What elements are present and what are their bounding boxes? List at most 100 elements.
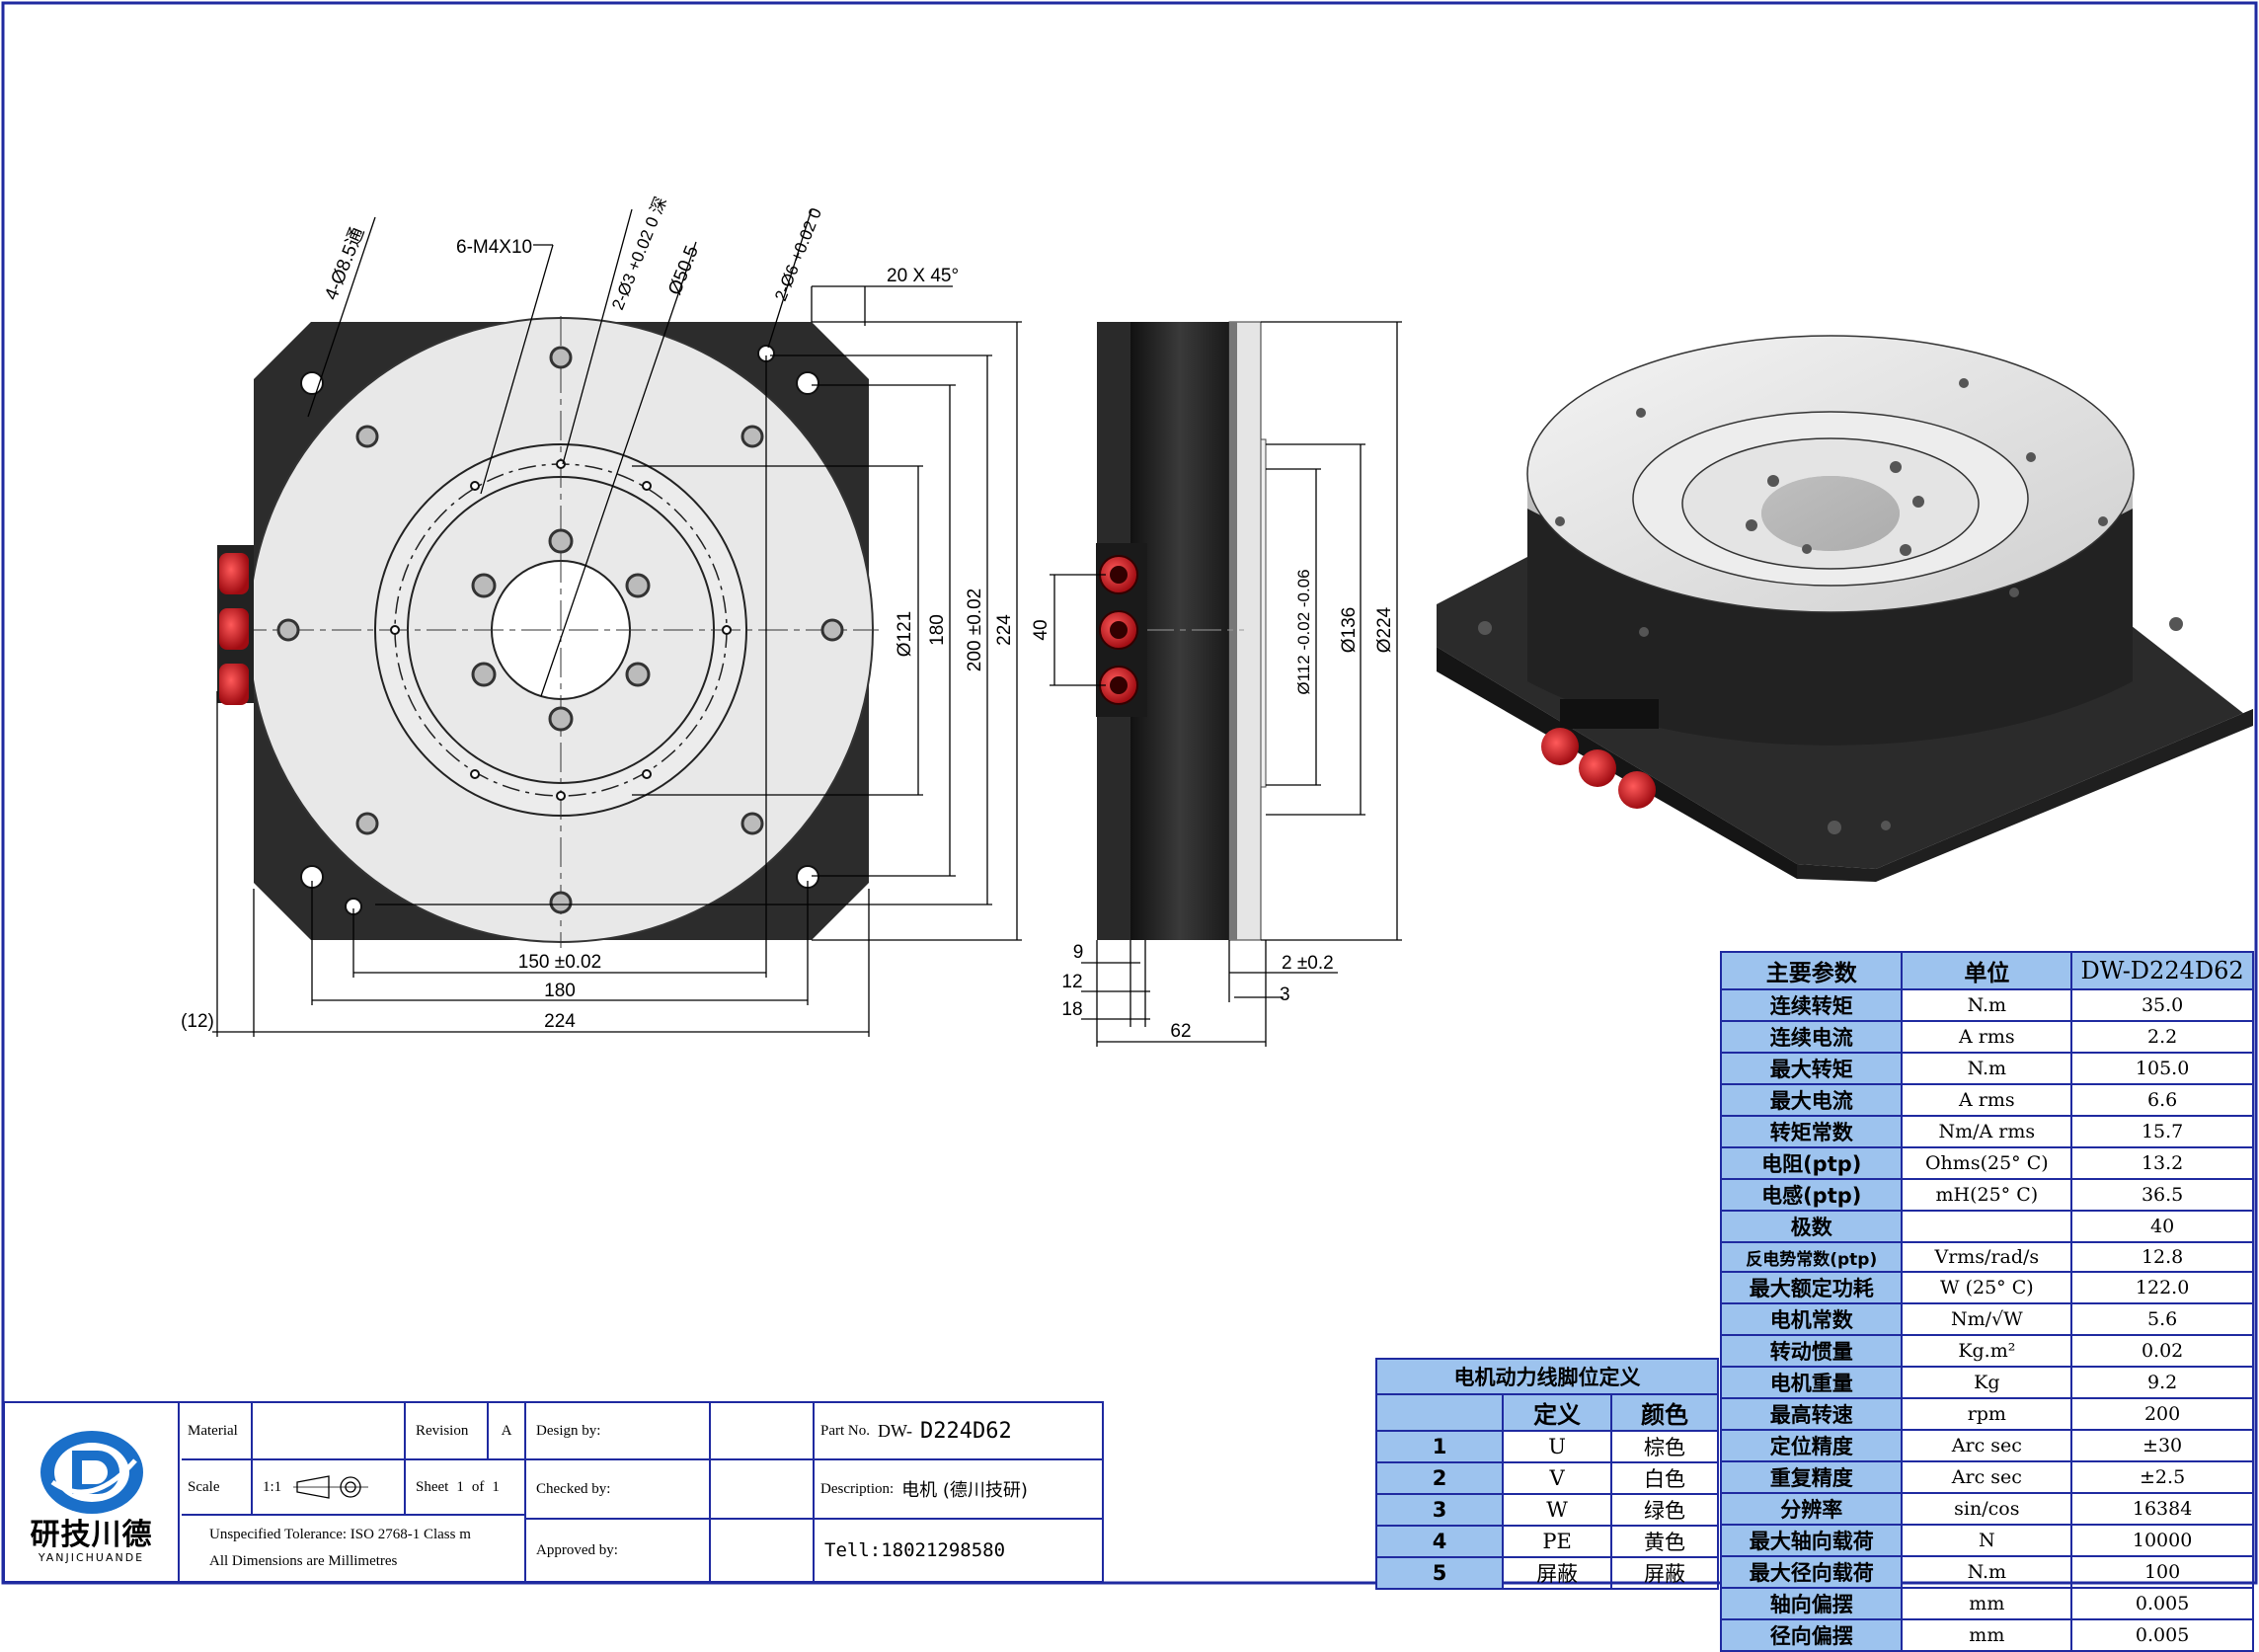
side-view [1096,321,1267,941]
param-value: 13.2 [2070,1146,2254,1180]
pin-definition: U [1502,1430,1613,1463]
pin-number: 4 [1374,1525,1505,1558]
dim-18: 18 [1061,999,1082,1020]
param-unit: rpm [1901,1397,2073,1431]
param-name: 最大径向载荷 [1719,1555,1904,1589]
pin-definition: V [1502,1461,1613,1495]
param-value: 36.5 [2070,1178,2254,1212]
part-cell: Part No. DW- D224D62 [815,1403,1102,1460]
tolerance-cell: Unspecified Tolerance: ISO 2768-1 Class … [182,1516,526,1581]
small-holes [390,459,732,801]
param-name: 最大额定功耗 [1719,1271,1904,1304]
param-unit: Arc sec [1901,1429,2073,1462]
param-name: 最高转速 [1719,1397,1904,1431]
param-name: 连续转矩 [1719,988,1904,1022]
params-header-cell: 主要参数 [1719,951,1904,990]
dim-224v: 224 [994,614,1015,646]
dim-200: 200 ±0.02 [965,589,985,671]
dim-150: 150 ±0.02 [518,952,601,973]
callout-pin-small: 2-Ø3 +0.02 0 深 [608,195,670,313]
param-unit: Arc sec [1901,1460,2073,1494]
param-unit: mm [1901,1587,2073,1620]
params-header-cell: 单位 [1901,951,2073,990]
dim-d224: Ø224 [1374,606,1395,653]
param-value: 0.005 [2070,1587,2254,1620]
pin-number: 2 [1374,1461,1505,1495]
param-unit: A rms [1901,1083,2073,1117]
param-name: 最大轴向载荷 [1719,1524,1904,1557]
param-unit: mm [1901,1618,2073,1652]
param-unit: N.m [1901,1555,2073,1589]
param-name: 电机重量 [1719,1366,1904,1399]
of-label: of [471,1478,485,1495]
param-value: 16384 [2070,1492,2254,1526]
param-name: 径向偏摆 [1719,1618,1904,1652]
part-number: D224D62 [920,1418,1012,1444]
pin-color: 屏蔽 [1610,1556,1719,1590]
param-value: 6.6 [2070,1083,2254,1117]
param-name: 电机常数 [1719,1302,1904,1336]
param-value: 9.2 [2070,1366,2254,1399]
outer-bolts [276,346,844,914]
dim-12s: 12 [1061,972,1082,992]
pin-definition: W [1502,1493,1613,1527]
param-value: 35.0 [2070,988,2254,1022]
side-connectors [1096,543,1147,717]
desc-label: Description: [820,1480,895,1497]
part-label: Part No. [820,1422,870,1439]
param-name: 极数 [1719,1210,1904,1243]
param-value: 122.0 [2070,1271,2254,1304]
param-value: 0.02 [2070,1334,2254,1368]
design-by: Design by: [526,1403,711,1460]
pin-color: 棕色 [1610,1430,1719,1463]
param-name: 分辨率 [1719,1492,1904,1526]
param-unit: N.m [1901,1052,2073,1085]
pin-color: 黄色 [1610,1525,1719,1558]
dim-40: 40 [1031,619,1052,640]
units-text: All Dimensions are Millimetres [209,1553,398,1569]
pin-number: 1 [1374,1430,1505,1463]
pin-header-row: 定义颜色 [1374,1393,1719,1432]
iso-connectors [1541,699,1659,809]
param-unit: N.m [1901,988,2073,1022]
logo-text: 研技川德 [30,1517,153,1552]
callout-bore: Ø50.5 [664,243,703,298]
logo-sub: YANJICHUANDE [38,1550,145,1564]
param-value: 40 [2070,1210,2254,1243]
checked-by-value [711,1460,815,1520]
param-name: 转动惯量 [1719,1334,1904,1368]
dim-180h: 180 [544,981,576,1001]
callout-holes: 4-Ø8.5通 [320,224,368,303]
param-unit: Nm/A rms [1901,1115,2073,1148]
scale-label: Scale [182,1460,253,1516]
pin-number: 5 [1374,1556,1505,1590]
pin-color: 白色 [1610,1461,1719,1495]
pin-definition: PE [1502,1525,1613,1558]
param-value: 100 [2070,1555,2254,1589]
callout-pin-large: 2-Ø6 +0.02 0 [771,205,825,304]
tel-text: Tell:18021298580 [824,1539,1006,1561]
param-unit: Nm/√W [1901,1302,2073,1336]
param-name: 定位精度 [1719,1429,1904,1462]
param-unit: sin/cos [1901,1492,2073,1526]
param-name: 连续电流 [1719,1020,1904,1054]
params-row: 电感(ptp)mH(25° C)36.5 [1719,1178,2254,1212]
pin-definition: 屏蔽 [1502,1556,1613,1590]
param-value: ±2.5 [2070,1460,2254,1494]
dim-12: (12) [181,1011,214,1032]
approved-by: Approved by: [526,1520,711,1581]
